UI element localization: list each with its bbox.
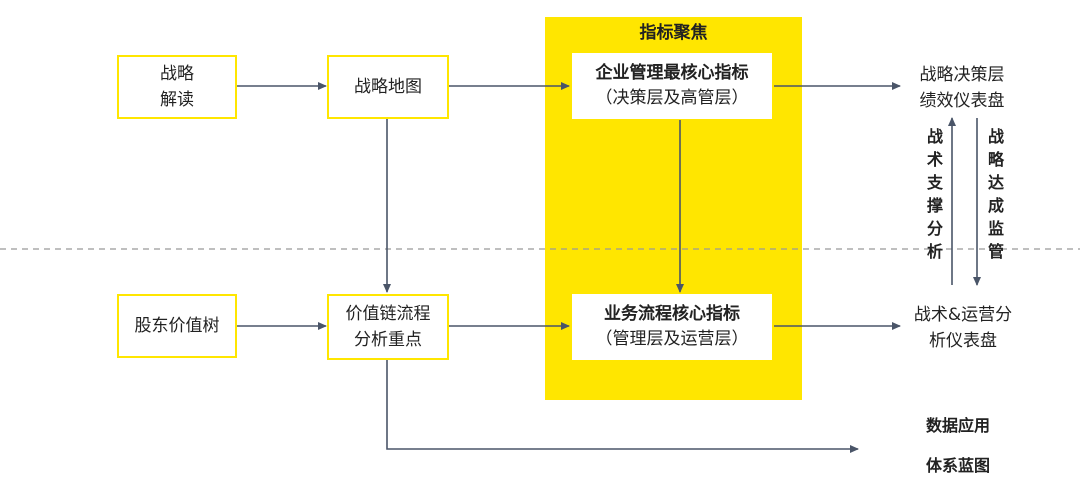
band-title: 指标聚焦 [639, 23, 708, 43]
strategy-reading-line1: 战略 [160, 64, 194, 84]
shareholder-value-tree-label: 股东价值树 [134, 316, 220, 336]
enterprise-kpi-title: 企业管理最核心指标 [595, 63, 749, 83]
business-kpi-sub: （管理层及运营层） [595, 329, 749, 349]
tactical-dashboard-line2: 析仪表盘 [929, 331, 997, 351]
enterprise-kpi-sub: （决策层及高管层） [595, 88, 749, 108]
strategic-dashboard-line1: 战略决策层 [919, 65, 1005, 85]
tactical-support-analysis-label: 战 术 支 撑 分 析 [926, 127, 943, 261]
value-chain-line2: 分析重点 [354, 330, 422, 350]
strategic-dashboard-line2: 绩效仪表盘 [919, 91, 1005, 111]
strategic-dashboard-label: 战略决策层 绩效仪表盘 [902, 62, 1022, 114]
strategy-reading-line2: 解读 [160, 90, 194, 110]
arrow-valuechain-to-blueprint [386, 360, 859, 453]
strategy-map-label: 战略地图 [354, 77, 422, 97]
business-process-kpi-box: 业务流程核心指标 （管理层及运营层） [572, 294, 772, 360]
strategy-map-box: 战略地图 [327, 55, 449, 119]
blueprint-line2: 体系蓝图 [925, 456, 990, 475]
shareholder-value-tree-box: 股东价值树 [117, 294, 237, 358]
data-application-blueprint-label: 数据应用 体系蓝图 [898, 406, 1018, 486]
tactical-dashboard-line1: 战术&运营分 [913, 305, 1013, 325]
blueprint-line1: 数据应用 [925, 416, 990, 435]
tactical-dashboard-label: 战术&运营分 析仪表盘 [898, 302, 1028, 354]
business-kpi-title: 业务流程核心指标 [604, 304, 740, 324]
value-chain-box: 价值链流程 分析重点 [327, 294, 449, 360]
strategy-reading-box: 战略 解读 [117, 55, 237, 119]
strategic-achievement-monitoring-label: 战 略 达 成 监 管 [987, 127, 1004, 261]
value-chain-line1: 价值链流程 [345, 304, 431, 324]
enterprise-core-kpi-box: 企业管理最核心指标 （决策层及高管层） [572, 53, 772, 119]
